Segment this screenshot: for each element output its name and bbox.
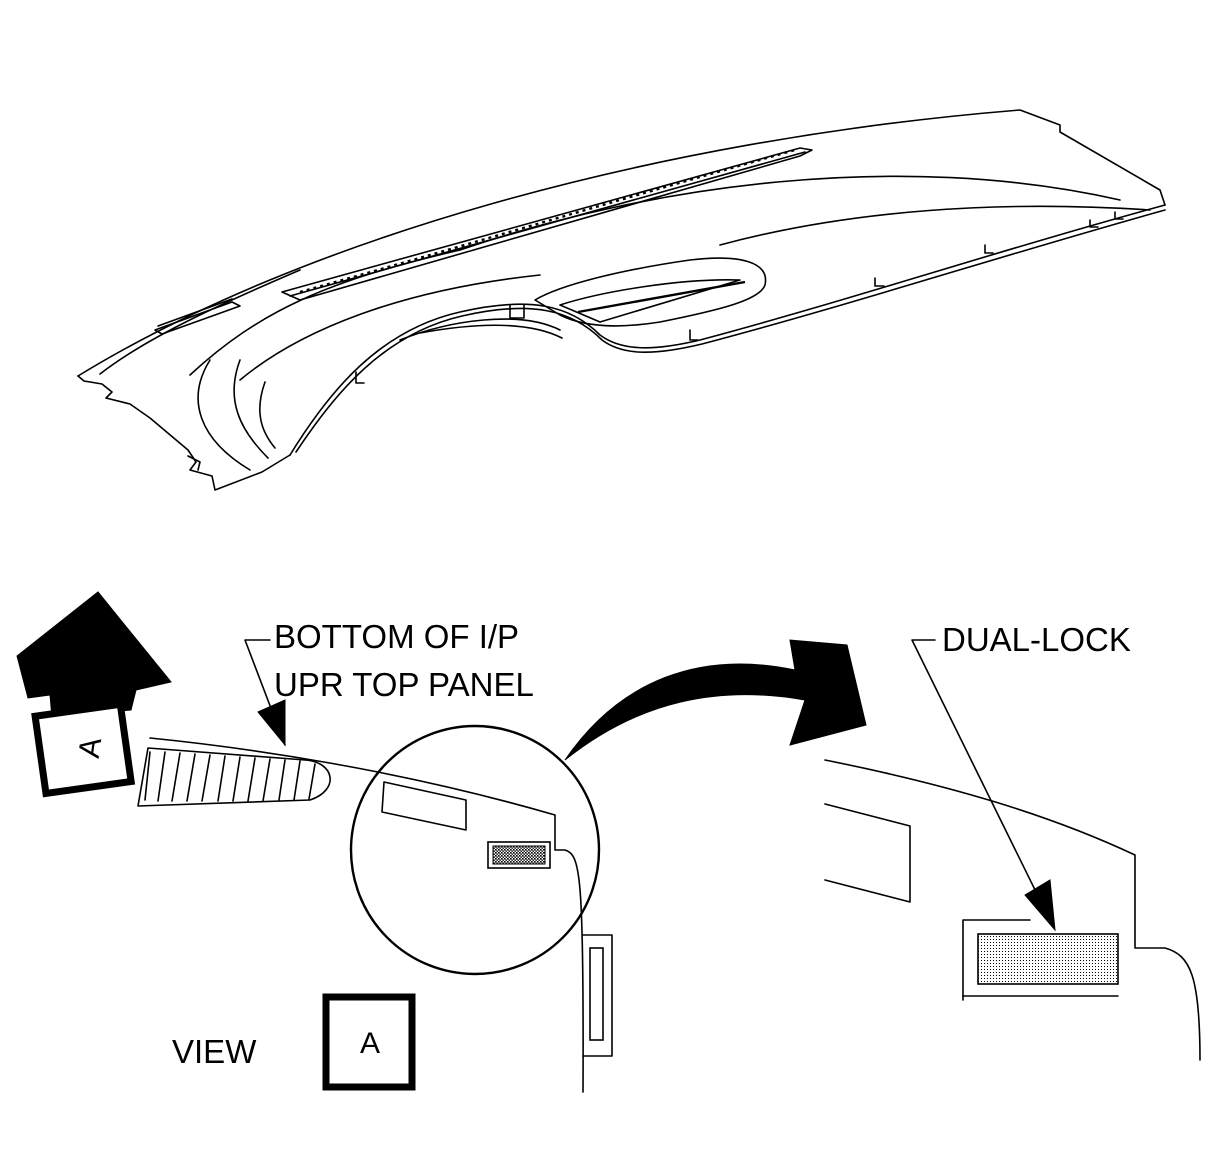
lower-bracket-slot xyxy=(589,947,604,1041)
view-direction-arrow xyxy=(16,591,172,798)
bottom-panel-label-line1: BOTTOM OF I/P xyxy=(274,618,519,655)
lower-bracket xyxy=(582,934,613,1057)
view-ref-letter: A xyxy=(360,1027,380,1060)
upper-top-panel-drawing xyxy=(77,109,1166,491)
enlarged-detail xyxy=(824,759,1201,1061)
magnify-arrow xyxy=(564,639,867,761)
panel-leader xyxy=(244,639,286,747)
view-label: VIEW xyxy=(172,1033,257,1070)
bottom-panel-label-line2: UPR TOP PANEL xyxy=(274,666,534,703)
view-ref-box xyxy=(322,993,416,1091)
arrow-ref-letter: A xyxy=(73,736,108,760)
detail-circle xyxy=(349,724,601,976)
dual-lock-pad xyxy=(977,933,1119,985)
panel-edge-line xyxy=(149,737,584,1093)
dual-lock-leader xyxy=(911,639,1056,932)
hatched-vent xyxy=(137,747,331,807)
dual-lock-label: DUAL-LOCK xyxy=(942,621,1131,658)
